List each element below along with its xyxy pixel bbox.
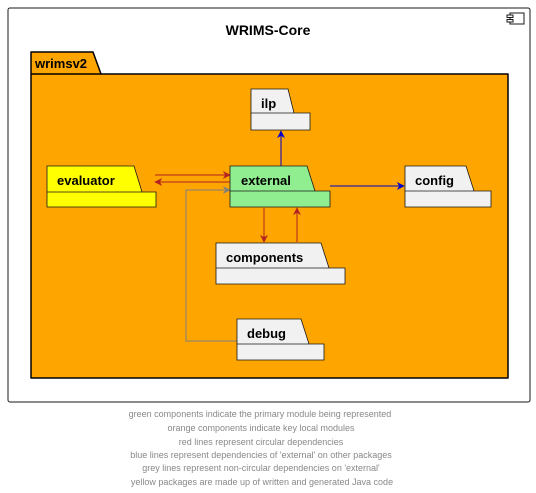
package-label-components: components xyxy=(226,250,303,265)
package-label-debug: debug xyxy=(247,326,286,341)
package-evaluator[interactable]: evaluator xyxy=(46,165,157,208)
edge-debug-to-external xyxy=(185,186,237,342)
package-wrimsv2[interactable]: wrimsv2 xyxy=(30,51,509,379)
package-label-ilp: ilp xyxy=(261,96,276,111)
package-label-external: external xyxy=(241,173,291,188)
legend-line: green components indicate the primary mo… xyxy=(129,409,392,419)
package-label-config: config xyxy=(415,173,454,188)
package-external[interactable]: external xyxy=(229,165,331,208)
package-label-wrimsv2: wrimsv2 xyxy=(34,56,87,71)
package-label-evaluator: evaluator xyxy=(57,173,115,188)
legend-line: orange components indicate key local mod… xyxy=(167,423,355,433)
edges xyxy=(154,130,405,342)
legend: green components indicate the primary mo… xyxy=(129,409,393,487)
legend-line: blue lines represent dependencies of 'ex… xyxy=(130,450,392,460)
legend-line: yellow packages are made up of written a… xyxy=(131,477,393,487)
legend-line: grey lines represent non-circular depend… xyxy=(142,463,380,473)
package-components[interactable]: components xyxy=(215,242,346,285)
diagram-title: WRIMS-Core xyxy=(226,22,311,38)
package-ilp[interactable]: ilp xyxy=(250,88,311,131)
package-config[interactable]: config xyxy=(404,165,492,208)
package-debug[interactable]: debug xyxy=(236,318,325,361)
legend-line: red lines represent circular dependencie… xyxy=(179,437,344,447)
component-icon xyxy=(506,12,525,25)
